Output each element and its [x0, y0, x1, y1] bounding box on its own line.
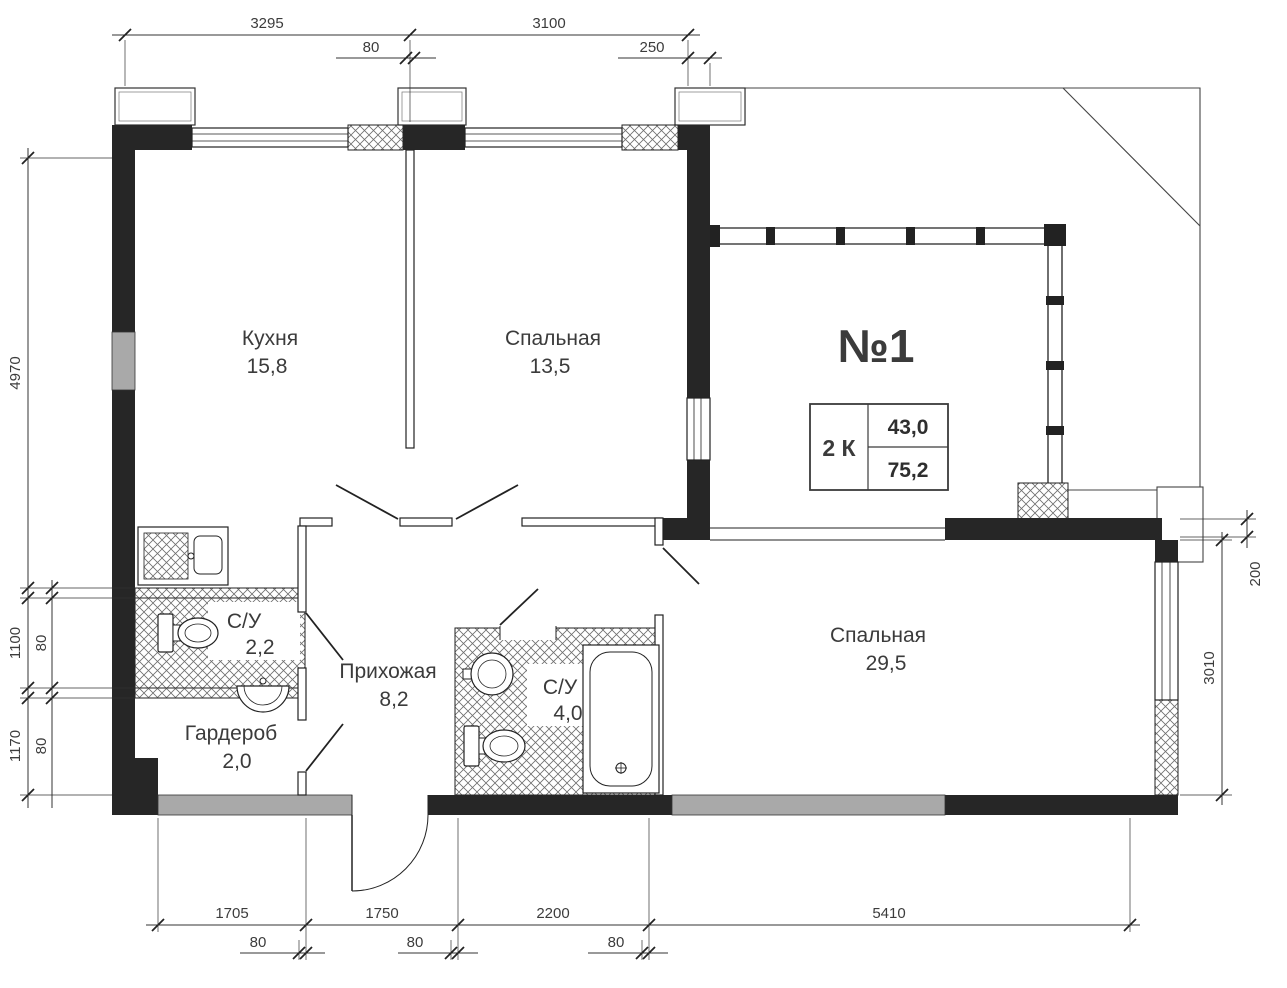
door-leaf-wardrobe [305, 723, 344, 772]
info-room-count: 2 К [822, 435, 856, 461]
dimension-left [20, 148, 135, 808]
dim-left-80b: 80 [33, 738, 50, 755]
room-area: 2,2 [245, 636, 274, 659]
room-label-wc2: С/У 4,0 [543, 676, 583, 725]
interior-partitions [297, 149, 945, 796]
dim-top-80: 80 [363, 39, 380, 56]
info-total-area: 75,2 [888, 459, 929, 482]
wc2-door-jambs [499, 626, 557, 640]
room-name: С/У [543, 676, 578, 699]
dim-left-80a: 80 [33, 635, 50, 652]
dim-right-3010: 3010 [1201, 651, 1218, 684]
doors [305, 484, 700, 892]
dimension-top [112, 28, 722, 122]
door-leaf-bedroom2 [662, 547, 700, 585]
dim-bottom-80b: 80 [407, 934, 424, 951]
windows [191, 127, 1179, 701]
room-area: 29,5 [866, 652, 907, 675]
room-label-wardrobe: Гардероб 2,0 [185, 722, 277, 773]
dim-left-4970: 4970 [7, 356, 24, 389]
room-area: 2,0 [222, 750, 251, 773]
kitchen-sink-icon [137, 526, 229, 586]
hatch-block [1017, 482, 1069, 521]
dim-bottom-80a: 80 [250, 934, 267, 951]
bedroom1-window [464, 127, 623, 148]
door-leaf-kitchen [335, 484, 399, 520]
dim-top-3100: 3100 [532, 15, 565, 32]
dim-top-3295: 3295 [250, 15, 283, 32]
toilet-icon-wc1 [157, 613, 219, 653]
hatch-block [347, 124, 404, 151]
room-name: Спальная [830, 624, 926, 647]
room-name: Кухня [242, 327, 298, 350]
room-name: Прихожая [339, 660, 436, 683]
dim-right-200: 200 [1247, 561, 1264, 586]
room-area: 8,2 [379, 688, 408, 711]
room-name: Гардероб [185, 722, 277, 745]
entry-door-jambs [351, 795, 429, 815]
room-label-bedroom2: Спальная 29,5 [830, 624, 926, 675]
outer-walls [112, 125, 1178, 815]
door-leaf-wc1 [305, 612, 344, 661]
room-label-hallway: Прихожая 8,2 [339, 660, 436, 711]
hatch-block [1154, 699, 1179, 796]
room-area: 4,0 [553, 702, 582, 725]
toilet-icon-wc2 [463, 725, 526, 767]
washbasin-icon-wc1 [236, 677, 290, 713]
room-label-kitchen: Кухня 15,8 [242, 327, 298, 378]
dim-bottom-5410: 5410 [872, 905, 905, 922]
apartment-number: №1 [838, 320, 915, 372]
bedroom2-window [1154, 561, 1179, 701]
dim-bottom-1705: 1705 [215, 905, 248, 922]
kitchen-window [191, 127, 349, 148]
dimension-bottom [146, 818, 1140, 960]
entry-door-arc [351, 814, 429, 892]
apartment-info-box: 2 К 43,0 75,2 [809, 403, 949, 491]
hatch-block [621, 124, 679, 151]
room-area: 13,5 [530, 355, 571, 378]
room-label-wc1: С/У 2,2 [227, 610, 275, 659]
dim-top-250: 250 [639, 39, 664, 56]
dim-left-1100: 1100 [7, 627, 24, 659]
top-window-piers [114, 87, 746, 126]
dimension-right [1180, 510, 1256, 805]
room-name: Спальная [505, 327, 601, 350]
dim-bottom-80c: 80 [608, 934, 625, 951]
bathtub-icon [582, 644, 660, 794]
door-leaf-wc2 [499, 588, 539, 626]
room-label-bedroom1: Спальная 13,5 [505, 327, 601, 378]
dim-bottom-1750: 1750 [365, 905, 398, 922]
dim-bottom-2200: 2200 [536, 905, 569, 922]
dim-left-1170: 1170 [7, 730, 24, 762]
glazing-band [710, 224, 1066, 483]
info-living-area: 43,0 [888, 416, 929, 439]
balcony-side-window [686, 397, 711, 461]
room-area: 15,8 [247, 355, 288, 378]
washbasin-icon-wc2 [462, 652, 514, 696]
room-name: С/У [227, 610, 262, 633]
door-leaf-bedroom1 [455, 484, 519, 520]
